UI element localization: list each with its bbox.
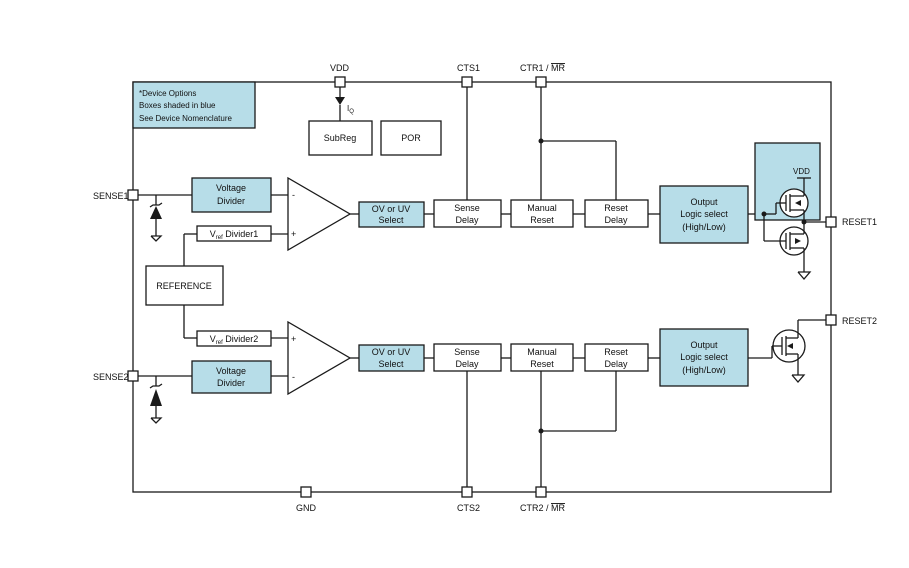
reset-delay-1-line1: Reset [604, 203, 628, 213]
sense-delay-1-line1: Sense [454, 203, 480, 213]
manual-reset-2-line2: Reset [530, 359, 554, 369]
manual-reset-1-line2: Reset [530, 215, 554, 225]
reference-label: REFERENCE [156, 281, 212, 291]
voltage-divider-2-line2: Divider [217, 378, 245, 388]
pin-sense1 [127, 189, 139, 201]
ovuv-select-2-line2: Select [378, 359, 404, 369]
sense-delay-1-line2: Delay [455, 215, 479, 225]
voltage-divider-1-line1: Voltage [216, 183, 246, 193]
voltage-divider-1-line2: Divider [217, 196, 245, 206]
subreg-label: SubReg [324, 133, 357, 143]
pin-ctr1: CTR1 / MR [520, 63, 617, 200]
vref-divider-1-label: Vref Divider1 [210, 229, 259, 241]
chip-outline [132, 81, 832, 493]
por-block [380, 120, 442, 156]
pin-reset1-label: RESET1 [842, 217, 877, 227]
pin-ctr1-label: CTR1 / MR [520, 63, 566, 73]
note-line-1: *Device Options [139, 89, 196, 98]
push-pull-output-1: VDD [754, 142, 831, 280]
pin-cts1-label: CTS1 [457, 63, 480, 73]
reset-delay-1 [584, 199, 649, 228]
note-line-3: See Device Nomenclature [139, 114, 232, 123]
pin-gnd-label: GND [296, 503, 317, 513]
pin-ctr2: CTR2 / MR [520, 371, 617, 513]
pin-vdd: VDD IQ [330, 63, 354, 121]
vref-divider-2-label: Vref Divider2 [210, 334, 259, 346]
sense-delay-2 [433, 343, 502, 372]
voltage-divider-2-line1: Voltage [216, 366, 246, 376]
pin-cts2: CTS2 [457, 371, 480, 513]
pin-reset1 [825, 216, 837, 228]
pin-cts1: CTS1 [457, 63, 480, 200]
pin-reset2-label: RESET2 [842, 316, 877, 326]
pin-cts2-label: CTS2 [457, 503, 480, 513]
zener-diode-2 [149, 376, 163, 424]
output-logic-1-line2: Logic select [680, 209, 728, 219]
device-options-note: *Device Options Boxes shaded in blue See… [132, 81, 256, 129]
pin-gnd: GND [296, 486, 317, 513]
ovuv-select-1-line1: OV or UV [372, 204, 411, 214]
output-logic-1-line3: (High/Low) [682, 222, 726, 232]
comparator-2-plus: + [291, 334, 296, 344]
comparator-1-minus: - [292, 190, 295, 200]
subreg-block [308, 120, 373, 156]
ovuv-select-1-line2: Select [378, 215, 404, 225]
voltage-divider-2 [191, 360, 272, 394]
pin-vdd-label: VDD [330, 63, 350, 73]
open-drain-output-2 [771, 319, 831, 383]
comparator-1 [287, 176, 352, 252]
output-logic-2-line1: Output [690, 340, 718, 350]
manual-reset-2-line1: Manual [527, 347, 557, 357]
reset-delay-2-line1: Reset [604, 347, 628, 357]
pin-reset2 [825, 314, 837, 326]
zener-diode-1 [149, 195, 163, 242]
iq-label: IQ [347, 104, 354, 115]
output-logic-2-line2: Logic select [680, 352, 728, 362]
comparator-2 [287, 320, 352, 396]
pin-sense2-label: SENSE2 [93, 372, 129, 382]
pin-ctr2-label: CTR2 / MR [520, 503, 566, 513]
note-line-2: Boxes shaded in blue [139, 101, 216, 110]
por-label: POR [401, 133, 421, 143]
pin-sense1-label: SENSE1 [93, 191, 129, 201]
pin-sense2 [127, 370, 139, 382]
output-logic-1-line1: Output [690, 197, 718, 207]
ovuv-select-1 [358, 201, 425, 228]
manual-reset-1-line1: Manual [527, 203, 557, 213]
sense-delay-2-line2: Delay [455, 359, 479, 369]
comparator-1-plus: + [291, 229, 296, 239]
comparator-2-minus: - [292, 372, 295, 382]
output-stage-vdd: VDD [793, 167, 810, 176]
output-logic-2-line3: (High/Low) [682, 365, 726, 375]
output-logic-1 [659, 185, 749, 244]
reset-delay-2-line2: Delay [604, 359, 628, 369]
voltage-divider-1 [191, 177, 272, 213]
ovuv-select-2-line1: OV or UV [372, 347, 411, 357]
reset-delay-1-line2: Delay [604, 215, 628, 225]
sense-delay-2-line1: Sense [454, 347, 480, 357]
output-logic-2 [659, 328, 749, 387]
